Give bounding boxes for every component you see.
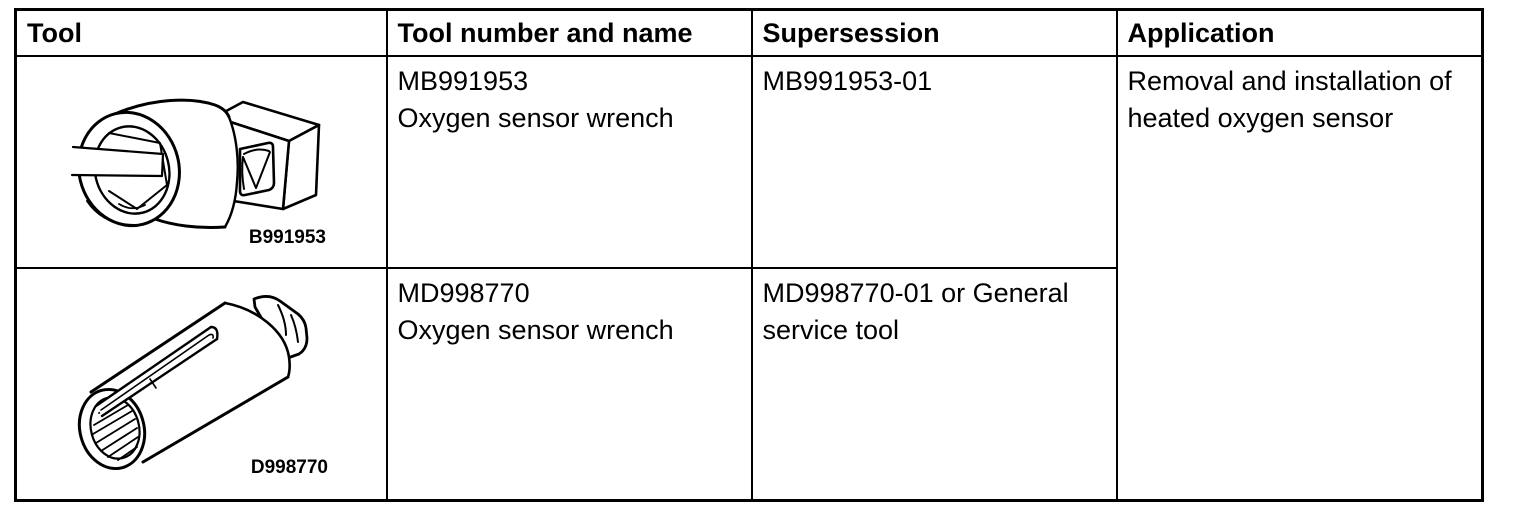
application-value: Removal and installation of heated oxyge… xyxy=(1127,65,1452,133)
table-header-row: Tool Tool number and name Supersession A… xyxy=(14,8,1484,57)
tool-number: MB991953 xyxy=(397,65,529,96)
tool-number: MD998770 xyxy=(397,277,530,308)
tool-number-and-name-cell-md998770: MD998770 Oxygen sensor wrench xyxy=(385,266,753,502)
supersession-value: MD998770-01 or General service tool xyxy=(762,277,1069,345)
supersession-cell-mb991953: MB991953-01 xyxy=(750,54,1118,269)
tool-name: Oxygen sensor wrench xyxy=(397,314,674,345)
header-tool-number-and-name: Tool number and name xyxy=(385,8,753,57)
oxygen-sensor-wrench-drawing-d998770: D998770 xyxy=(77,294,328,478)
header-application: Application xyxy=(1115,8,1484,57)
tool-drawing-label-d998770: D998770 xyxy=(251,457,328,478)
special-tools-table: Tool Tool number and name Supersession A… xyxy=(14,8,1484,502)
table-row: D998770 MD998770 Oxygen sensor wrench MD… xyxy=(14,266,1483,502)
application-cell: Removal and installation of heated oxyge… xyxy=(1115,54,1484,502)
table-row: B991953 MB991953 Oxygen sensor wrench MB… xyxy=(14,54,1484,502)
tool-image-cell-md998770: D998770 xyxy=(14,266,388,502)
tool-name: Oxygen sensor wrench xyxy=(397,102,674,133)
supersession-cell-md998770: MD998770-01 or General service tool xyxy=(750,266,1118,502)
tool-number-and-name-cell-mb991953: MB991953 Oxygen sensor wrench xyxy=(385,54,753,269)
header-tool: Tool xyxy=(14,8,388,57)
tool-image-cell-mb991953: B991953 xyxy=(14,54,388,269)
oxygen-sensor-wrench-drawing-b991953: B991953 xyxy=(70,98,326,248)
supersession-value: MB991953-01 xyxy=(762,65,933,96)
tool-drawing-label-b991953: B991953 xyxy=(249,227,326,248)
header-supersession: Supersession xyxy=(750,8,1118,57)
